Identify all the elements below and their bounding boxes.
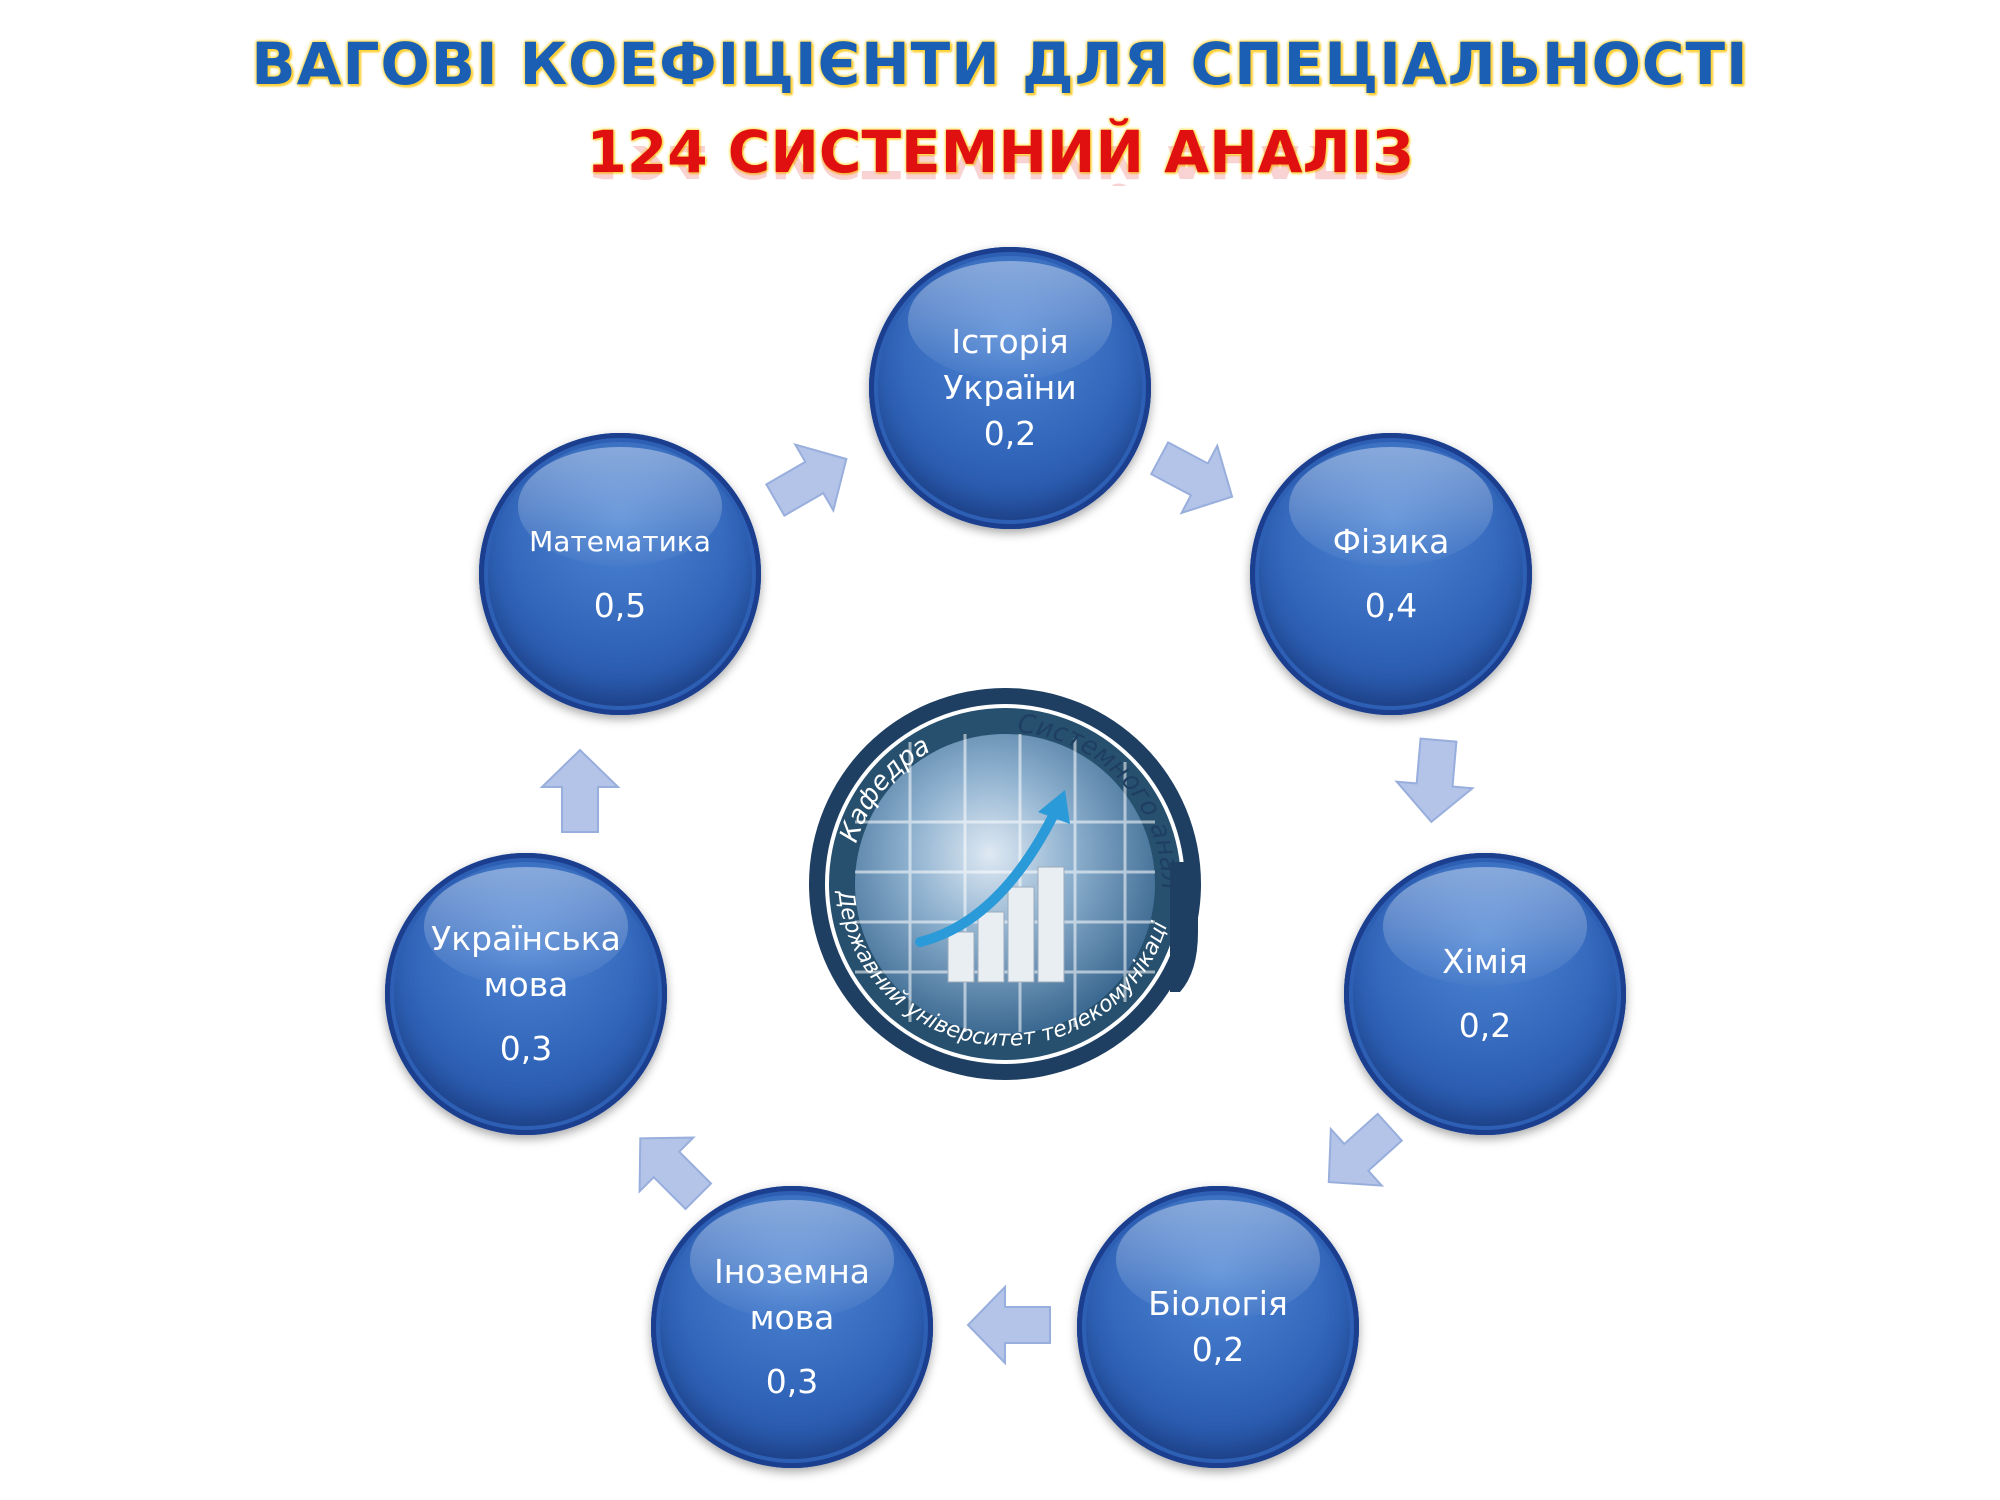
node-foreign-language: Іноземна мова 0,3 — [651, 1186, 933, 1468]
title-line-2: 124 СИСТЕМНИЙ АНАЛІЗ — [586, 118, 1414, 186]
node-label: Іноземна мова — [713, 1252, 871, 1337]
department-logo: Кафедра Системного аналізу Державний уні… — [790, 672, 1201, 1080]
node-value: 0,5 — [593, 586, 647, 625]
node-value: 0,2 — [983, 414, 1037, 453]
node-value: 0,3 — [499, 1029, 553, 1068]
node-ukrainian-language: Українська мова 0,3 — [385, 853, 667, 1135]
node-label: Фізика — [1332, 522, 1450, 561]
arrow-icon — [764, 442, 848, 517]
node-value: 0,3 — [765, 1362, 819, 1401]
arrow-icon — [539, 748, 621, 833]
title-line-1: ВАГОВІ КОЕФІЦІЄНТИ ДЛЯ СПЕЦІАЛЬНОСТІ — [251, 30, 1749, 98]
node-label: Українська мова — [431, 919, 621, 1004]
node-biology: Біологія 0,2 — [1077, 1186, 1359, 1468]
node-value: 0,2 — [1191, 1330, 1245, 1369]
node-value: 0,4 — [1364, 586, 1418, 625]
node-history-ukraine: Історія України 0,2 — [869, 247, 1151, 529]
arrow-icon — [966, 1284, 1051, 1366]
arrow-icon — [1149, 440, 1234, 515]
arrow-icon — [1394, 737, 1475, 824]
node-label: Математика — [529, 525, 711, 558]
node-label: Історія України — [943, 322, 1077, 407]
arrow-icon — [638, 1136, 713, 1211]
node-label: Біологія — [1148, 1284, 1288, 1323]
title-reflection: 124 СИСТЕМНИЙ АНАЛІЗ — [586, 146, 1414, 186]
node-physics: Фізика 0,4 — [1250, 433, 1532, 715]
node-value: 0,2 — [1458, 1006, 1512, 1045]
node-chemistry: Хімія 0,2 — [1344, 853, 1626, 1135]
node-mathematics: Математика 0,5 — [479, 433, 761, 715]
node-label: Хімія — [1442, 942, 1528, 981]
arrow-icon — [1327, 1112, 1404, 1187]
